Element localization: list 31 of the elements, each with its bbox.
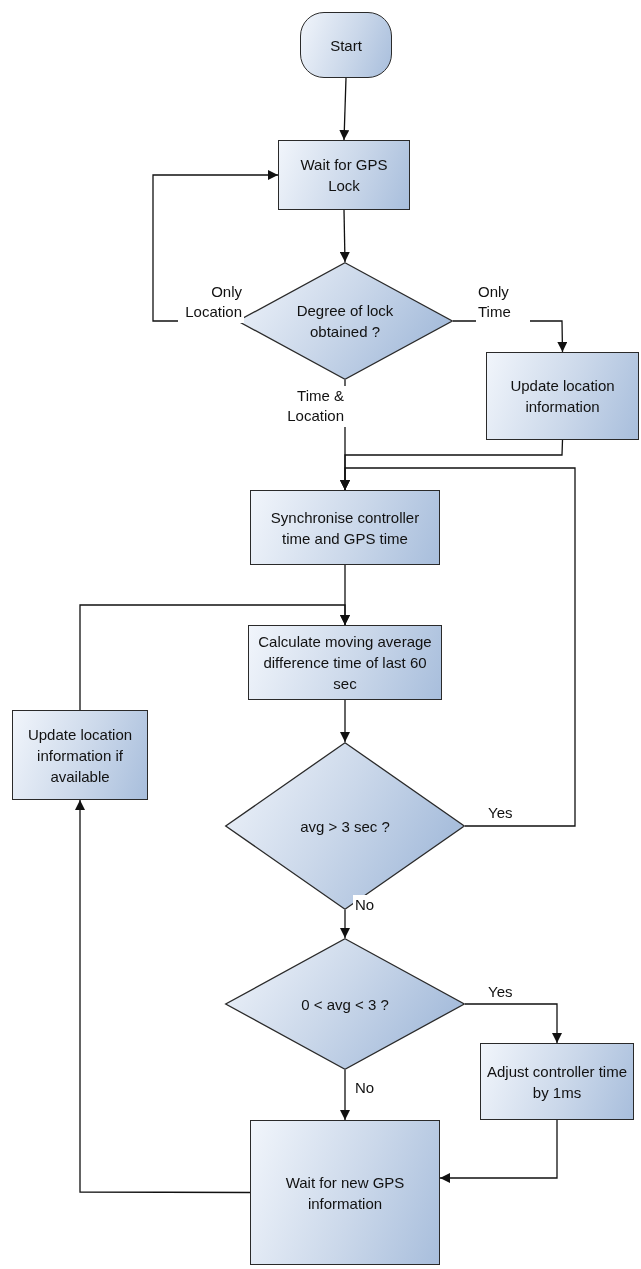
process-box [278, 140, 410, 210]
node-label: Wait for GPS Lock [299, 155, 389, 196]
process-box [480, 1043, 634, 1120]
process-box [12, 710, 148, 800]
arrow [340, 1069, 350, 1121]
node-label: Start [330, 35, 362, 56]
process-box [250, 490, 440, 565]
arrow [340, 699, 350, 743]
node-label: Wait for new GPS information [284, 1172, 406, 1214]
node-label: Degree of lock obtained ? [295, 301, 395, 342]
node-label: avg > 3 sec ? [300, 816, 390, 837]
node-label: Calculate moving average difference time of last 60 sec [257, 632, 433, 694]
node-label: Synchronise controller time and GPS time [269, 507, 421, 549]
arrow [439, 1119, 558, 1183]
process-box [250, 1120, 440, 1265]
arrow [464, 1003, 562, 1044]
process-box [248, 625, 442, 700]
node-label: 0 < avg < 3 ? [301, 994, 389, 1015]
arrow [339, 209, 350, 263]
arrow [79, 604, 350, 711]
arrow [340, 909, 350, 939]
start-terminal [300, 12, 392, 78]
arrow [339, 77, 350, 141]
decision-diamond [225, 938, 465, 1070]
node-label: Adjust controller time by 1ms [485, 1061, 629, 1103]
arrow [340, 467, 576, 827]
node-label: Update location information if available [26, 724, 134, 787]
process-box [486, 352, 639, 440]
node-label: Update location information [509, 376, 616, 417]
decision-diamond [225, 742, 465, 910]
arrow [75, 799, 251, 1194]
